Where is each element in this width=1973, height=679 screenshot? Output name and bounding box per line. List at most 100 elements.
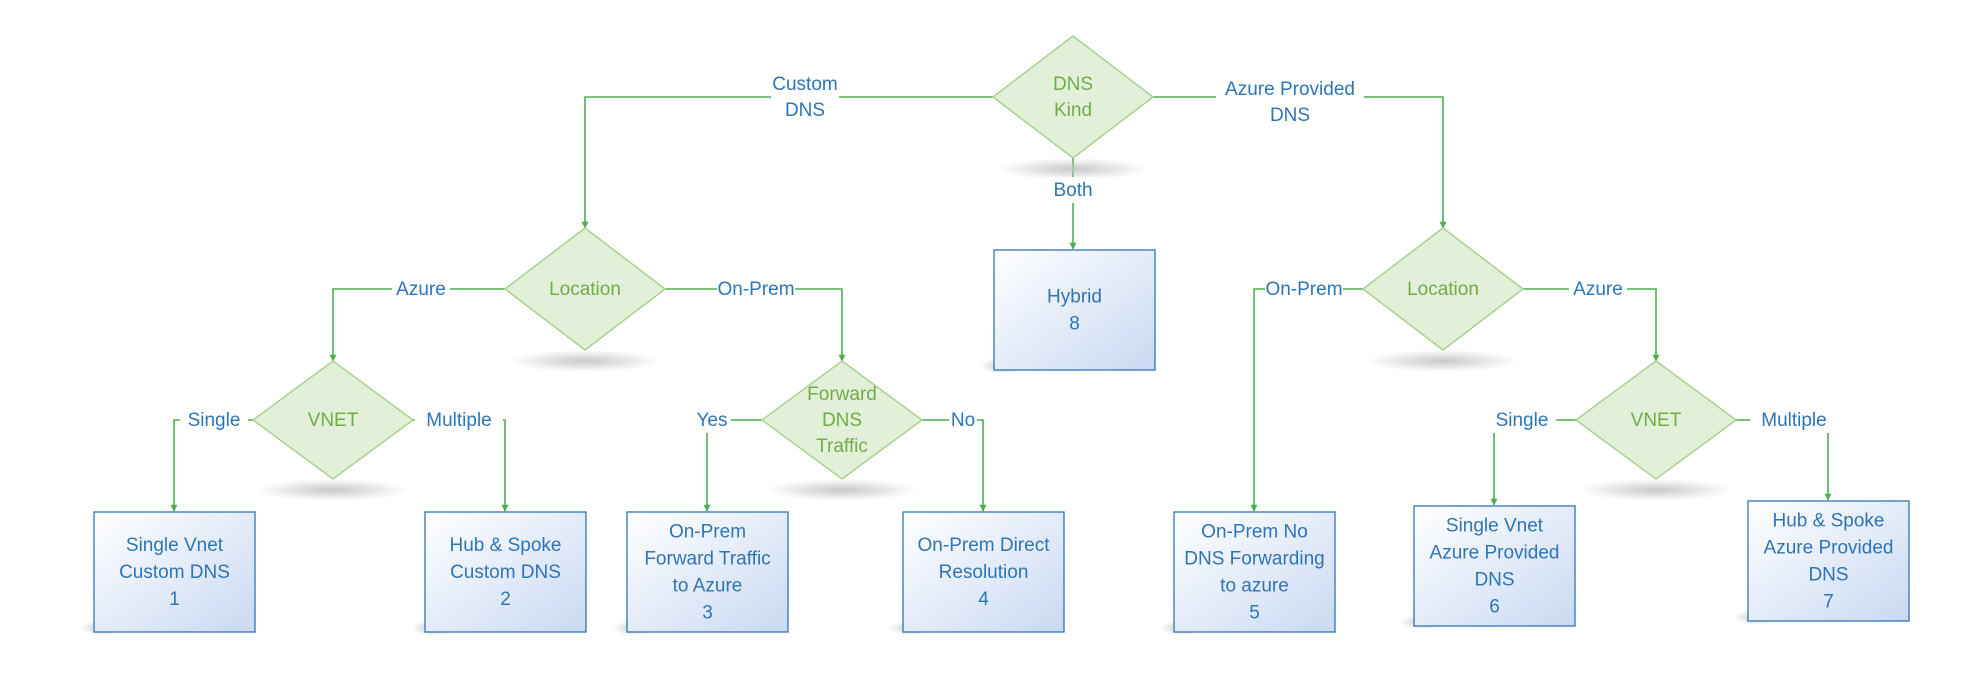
- outcome-hub-spoke-custom-label-line: Custom DNS: [450, 562, 561, 583]
- outcome-hybrid-label: Hybrid 8: [1047, 287, 1102, 335]
- diamond-shadow: [257, 479, 409, 501]
- outcome-onprem-forward-label-line: to Azure: [673, 576, 743, 597]
- edge-label-backing: [949, 407, 977, 433]
- outcome-onprem-forward-label-line: On-Prem: [669, 522, 746, 543]
- edge-label-backing: [415, 407, 503, 433]
- decision-location-right-label: Location: [1407, 279, 1479, 300]
- outcome-onprem-no-forward-label-line: DNS Forwarding: [1184, 549, 1324, 570]
- decision-forward-label-line: Traffic: [816, 436, 868, 457]
- outcome-hub-spoke-azure-box: [1747, 500, 1910, 622]
- outcome-onprem-no-forward-label-line: On-Prem No: [1201, 522, 1308, 543]
- decision-location-left-label-line: Location: [549, 279, 621, 300]
- outcome-single-vnet-custom-label-line: 1: [169, 589, 180, 610]
- edge-label-right-onprem: On-Prem: [1265, 279, 1342, 300]
- edge-label-backing: [1750, 407, 1838, 433]
- outcome-onprem-no-forward-label-line: to azure: [1220, 576, 1289, 597]
- edge-label-backing: [717, 276, 795, 302]
- edge-label-backing: [1216, 76, 1364, 128]
- decision-dns-kind-label-line: Kind: [1054, 100, 1092, 121]
- outcome-single-vnet-azure-box: [1413, 505, 1576, 627]
- edge-label-left-onprem: On-Prem: [717, 279, 794, 300]
- outcome-single-vnet-custom-box: [93, 511, 256, 633]
- decision-dns-kind-label: DNS Kind: [1053, 74, 1093, 121]
- decision-vnet-right-label-line: VNET: [1631, 410, 1682, 431]
- diamond-shadow: [766, 479, 918, 501]
- outcome-hub-spoke-azure-label-line: Hub & Spoke: [1773, 511, 1885, 532]
- decision-forward-label-line: DNS: [822, 410, 862, 431]
- edge-label-backing: [180, 407, 248, 433]
- decision-vnet-right-diamond: [1574, 360, 1738, 480]
- edge-label-azure-provided-dns-line: DNS: [1270, 105, 1310, 126]
- edge-label-backing: [1569, 276, 1627, 302]
- outcome-hub-spoke-azure-label-line: DNS: [1808, 565, 1848, 586]
- edge-label-backing: [392, 276, 450, 302]
- connector-yes: [703, 419, 762, 512]
- decision-dns-kind-label-line: DNS: [1053, 74, 1093, 95]
- edge-label-custom-dns-line: DNS: [785, 100, 825, 121]
- outcome-onprem-direct-label-line: Resolution: [939, 562, 1029, 583]
- outcome-single-vnet-azure-label-line: Single Vnet: [1446, 516, 1544, 537]
- edge-label-both: Both: [1053, 180, 1092, 201]
- connector-right-onprem: [1250, 288, 1363, 512]
- outcome-single-vnet-azure-label-line: DNS: [1474, 570, 1514, 591]
- decision-location-right-label-line: Location: [1407, 279, 1479, 300]
- diamond-shadow: [1580, 479, 1732, 501]
- edge-label-no: No: [951, 410, 975, 431]
- edge-label-left-azure: Azure: [396, 279, 446, 300]
- decision-dns-kind-diamond: [991, 35, 1155, 159]
- outcome-onprem-direct-box: [902, 511, 1065, 633]
- edge-label-backing: [1488, 407, 1556, 433]
- outcome-hub-spoke-custom-label-line: 2: [500, 589, 511, 610]
- decision-location-left-diamond: [503, 227, 667, 351]
- outcome-hybrid-label-line: Hybrid: [1047, 287, 1102, 308]
- connector-no: [922, 419, 987, 512]
- outcome-hybrid-label-line: 8: [1069, 314, 1080, 335]
- edge-label-right-multiple: Multiple: [1761, 410, 1826, 431]
- diamond-shadow: [997, 158, 1149, 180]
- outcome-hub-spoke-custom-box: [424, 511, 587, 633]
- connector-custom-dns: [581, 96, 993, 229]
- diamond-shadow: [509, 350, 661, 372]
- outcome-hub-spoke-azure-label-line: Azure Provided: [1764, 538, 1894, 559]
- outcome-onprem-no-forward-box: [1173, 511, 1336, 633]
- decision-vnet-left-diamond: [251, 360, 415, 480]
- outcome-onprem-no-forward-label-line: 5: [1249, 603, 1260, 624]
- outcome-onprem-forward-label-line: 3: [702, 603, 713, 624]
- edge-label-custom-dns-line: Custom: [772, 74, 837, 95]
- edge-label-backing: [771, 71, 839, 123]
- edge-label-azure-provided-dns-line: Azure Provided: [1225, 79, 1355, 100]
- outcome-hybrid-box: [993, 249, 1156, 371]
- decision-location-right-diamond: [1361, 227, 1525, 351]
- edge-label-yes: Yes: [697, 410, 728, 431]
- edge-label-left-multiple: Multiple: [426, 410, 491, 431]
- outcome-hub-spoke-custom-label-line: Hub & Spoke: [450, 535, 562, 556]
- connector-left-single: [170, 419, 253, 512]
- decision-forward-label-line: Forward: [807, 384, 877, 405]
- outcome-onprem-direct-label-line: 4: [978, 589, 989, 610]
- edge-label-backing: [1049, 177, 1097, 203]
- edge-label-backing: [693, 407, 731, 433]
- outcome-single-vnet-custom-label-line: Single Vnet: [126, 535, 224, 556]
- outcome-single-vnet-azure-label-line: 6: [1489, 597, 1500, 618]
- connector-right-azure: [1523, 288, 1660, 362]
- edge-label-left-single: Single: [188, 410, 241, 431]
- outcome-onprem-no-forward-label: On-Prem No DNS Forwarding to azure 5: [1184, 522, 1324, 624]
- diamond-shadow: [1367, 350, 1519, 372]
- outcome-single-vnet-azure-label-line: Azure Provided: [1430, 543, 1560, 564]
- connector-left-multiple: [413, 419, 509, 512]
- decision-location-left-label: Location: [549, 279, 621, 300]
- outcome-onprem-forward-box: [626, 511, 789, 633]
- decision-vnet-right-label: VNET: [1631, 410, 1682, 431]
- outcome-single-vnet-custom-label-line: Custom DNS: [119, 562, 230, 583]
- edge-label-backing: [1265, 276, 1343, 302]
- decision-forward-diamond: [760, 360, 924, 480]
